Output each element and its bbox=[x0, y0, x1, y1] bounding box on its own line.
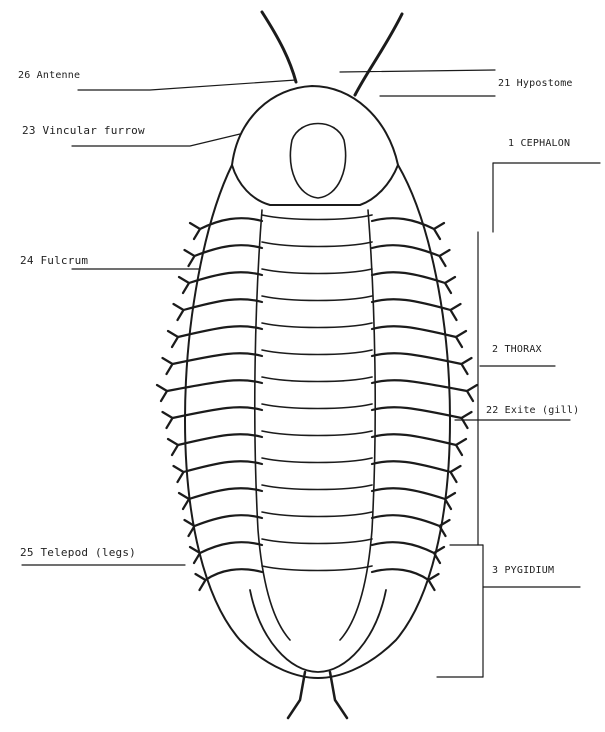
thorax-segment bbox=[262, 323, 372, 328]
body-outline bbox=[185, 165, 450, 678]
left-antenna bbox=[262, 12, 296, 82]
left-leg bbox=[185, 245, 263, 266]
right-antenna bbox=[355, 14, 402, 95]
thorax-segment bbox=[262, 512, 372, 517]
thorax-segment bbox=[262, 350, 372, 355]
thorax-segment bbox=[262, 296, 372, 301]
right-leg bbox=[372, 434, 466, 455]
thorax-segment bbox=[262, 539, 372, 544]
label-exite: 22 Exite (gill) bbox=[486, 405, 579, 416]
left-leg bbox=[163, 353, 263, 374]
right-leg bbox=[372, 515, 450, 536]
leader-antenna bbox=[78, 80, 296, 90]
right-leg bbox=[372, 569, 439, 590]
left-leg bbox=[168, 434, 262, 455]
label-thorax: 2 THORAX bbox=[492, 344, 542, 355]
right-leg bbox=[372, 272, 455, 293]
label-pygidium: 3 PYGIDIUM bbox=[492, 565, 554, 576]
right-leg bbox=[372, 245, 450, 266]
right-leg bbox=[372, 380, 477, 401]
tail-right bbox=[330, 672, 347, 718]
label-fulcrum: 24 Fulcrum bbox=[20, 254, 88, 267]
thorax-segment bbox=[262, 566, 372, 571]
thorax-segment bbox=[262, 485, 372, 490]
hypostome-shape bbox=[290, 124, 345, 199]
label-telepod: 25 Telepod (legs) bbox=[20, 546, 136, 559]
thorax-segment bbox=[262, 431, 372, 436]
right-leg bbox=[372, 299, 461, 320]
left-leg bbox=[190, 218, 262, 239]
axial-lobe-right bbox=[340, 210, 375, 640]
right-leg bbox=[372, 407, 472, 428]
left-leg bbox=[157, 380, 262, 401]
left-leg bbox=[168, 326, 262, 347]
thorax-segment bbox=[262, 269, 372, 274]
left-leg bbox=[185, 515, 263, 536]
left-leg bbox=[179, 272, 262, 293]
leader-lines bbox=[22, 70, 600, 677]
label-antenna: 26 Antenne bbox=[18, 70, 80, 81]
thorax-segment bbox=[262, 377, 372, 382]
left-leg bbox=[163, 407, 263, 428]
label-hypostome: 21 Hypostome bbox=[498, 78, 573, 89]
thorax-segment bbox=[262, 404, 372, 409]
thorax-segment bbox=[262, 242, 372, 247]
cephalon-shield bbox=[232, 86, 398, 205]
left-leg bbox=[174, 299, 263, 320]
right-leg bbox=[372, 353, 472, 374]
tail-left bbox=[288, 672, 305, 718]
right-leg bbox=[372, 326, 466, 347]
label-cephalon: 1 CEPHALON bbox=[508, 138, 570, 149]
thorax-segment bbox=[262, 458, 372, 463]
right-leg bbox=[372, 488, 455, 509]
label-vincular-furrow: 23 Vincular furrow bbox=[22, 124, 145, 137]
leader-hypostome-top bbox=[340, 70, 495, 72]
thorax-segment bbox=[262, 215, 372, 220]
right-leg bbox=[372, 218, 444, 239]
